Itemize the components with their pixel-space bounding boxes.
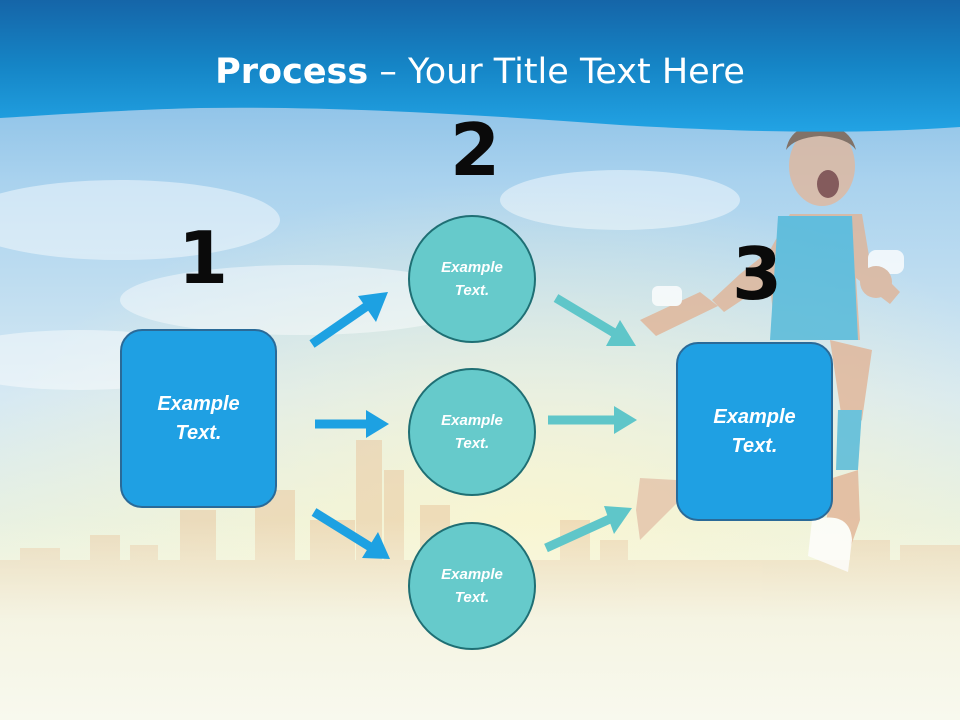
arrow-down-right — [311, 508, 390, 559]
arrow-right-teal — [548, 406, 637, 434]
arrow-down-right-teal — [553, 294, 636, 346]
step1-text: Example Text. — [157, 392, 240, 444]
step-number-1: 1 — [178, 216, 229, 300]
header-band — [0, 0, 960, 132]
arrow-up-right-teal — [544, 506, 632, 553]
step2-circle-top-text: Example Text. — [441, 259, 503, 299]
step2-circle-middle-text: Example Text. — [441, 412, 503, 452]
step2-circle-bottom: Example Text. — [408, 522, 536, 650]
arrows-step1-to-step2 — [309, 292, 390, 559]
step3-text: Example Text. — [713, 405, 796, 457]
step1-box: Example Text. — [120, 329, 277, 508]
step2-circle-top: Example Text. — [408, 215, 536, 343]
slide-title: Process – Your Title Text Here — [0, 52, 960, 92]
step-number-2: 2 — [450, 108, 501, 192]
step3-box: Example Text. — [676, 342, 833, 521]
title-bold: Process — [215, 52, 369, 92]
title-rest: – Your Title Text Here — [368, 52, 745, 92]
step2-circle-middle: Example Text. — [408, 368, 536, 496]
step2-circle-bottom-text: Example Text. — [441, 566, 503, 606]
step-number-3: 3 — [732, 232, 783, 316]
arrow-right — [315, 410, 389, 438]
arrow-up-right — [309, 292, 388, 348]
athlete-figure — [636, 124, 904, 572]
arrows-step2-to-step3 — [544, 294, 637, 553]
clouds — [0, 170, 740, 390]
